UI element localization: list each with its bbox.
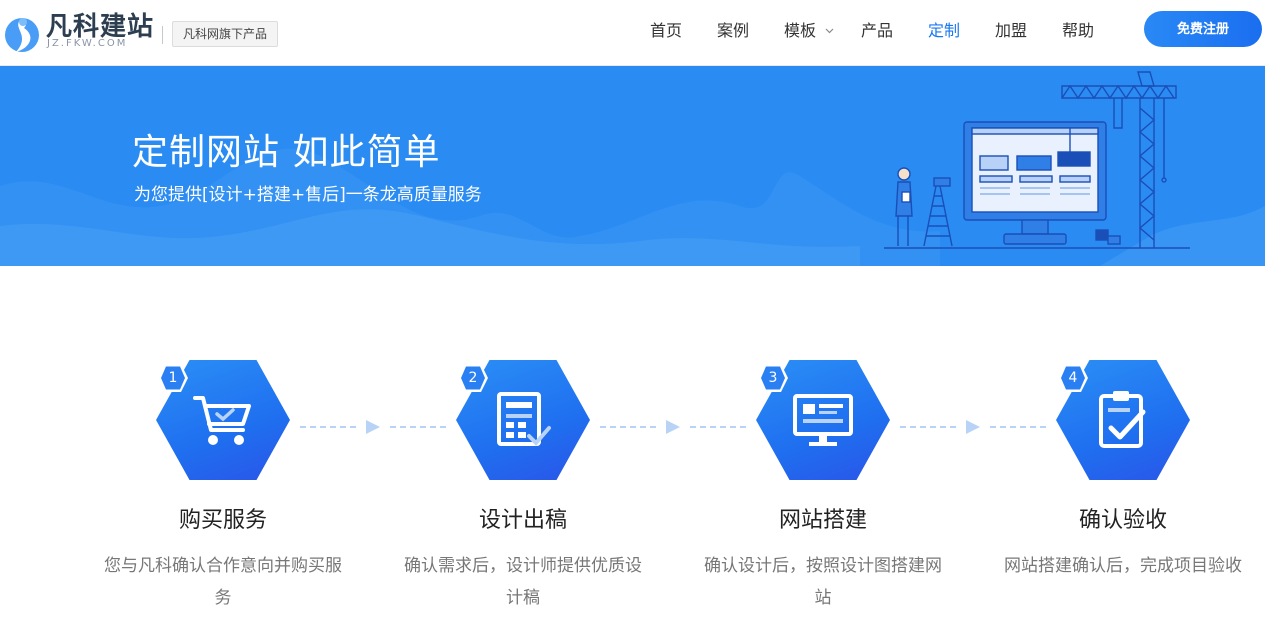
step-number-badge: 4 (1058, 364, 1088, 392)
step-hexagon: 1 (156, 360, 290, 480)
step-number: 4 (1068, 370, 1078, 386)
nav-item-custom[interactable]: 定制 (928, 21, 961, 40)
nav-item-help[interactable]: 帮助 (1062, 21, 1095, 40)
step-number: 1 (168, 370, 178, 386)
nav-item-products[interactable]: 产品 (861, 21, 894, 40)
banner-subtitle: 为您提供[设计+搭建+售后]一条龙高质量服务 (134, 185, 482, 205)
hero-banner: 定制网站 如此简单 为您提供[设计+搭建+售后]一条龙高质量服务 (0, 66, 1265, 266)
logo-mark-icon (5, 18, 39, 52)
step-description: 您与凡科确认合作意向并购买服务 (104, 556, 342, 608)
logo-divider (162, 26, 163, 44)
nav-item-cases[interactable]: 案例 (717, 21, 750, 40)
logo-name: 凡科建站 (46, 12, 155, 42)
banner-wave-background (0, 148, 1265, 266)
step-number-badge: 2 (458, 364, 488, 392)
step-title: 网站搭建 (778, 508, 867, 533)
construction-illustration (884, 71, 1190, 249)
step-connector-arrow (600, 420, 748, 434)
chevron-down-icon[interactable] (825, 26, 834, 35)
monitor-icon (793, 394, 853, 446)
step-description: 确认需求后，设计师提供优质设计稿 (404, 556, 642, 608)
product-badge: 凡科网旗下产品 (172, 21, 279, 47)
step-connector-arrow (900, 420, 1048, 434)
banner-title: 定制网站 如此简单 (132, 132, 441, 173)
process-steps: 1 购买服务 您与凡科确认合作意向并购买服务 (0, 266, 1265, 620)
step-title: 确认验收 (1078, 508, 1167, 533)
step-title: 设计出稿 (478, 508, 567, 533)
step-number-badge: 3 (758, 364, 788, 392)
step-description: 网站搭建确认后，完成项目验收 (1004, 556, 1242, 576)
nav-item-templates[interactable]: 模板 (784, 21, 817, 40)
design-doc-icon (497, 392, 551, 446)
step-number: 2 (468, 370, 478, 386)
step-hexagon: 3 (756, 360, 890, 480)
step-number: 3 (768, 370, 778, 386)
logo-domain: JZ.FKW.COM (47, 38, 128, 49)
signup-button[interactable]: 免费注册 (1144, 11, 1262, 47)
step-number-badge: 1 (158, 364, 188, 392)
clipboard-check-icon (1099, 391, 1146, 448)
step-hexagon: 4 (1056, 360, 1190, 480)
nav-item-franchise[interactable]: 加盟 (995, 21, 1028, 40)
logo[interactable]: 凡科建站 JZ.FKW.COM (0, 10, 153, 54)
step-hexagon: 2 (456, 360, 590, 480)
step-connector-arrow (300, 420, 448, 434)
cart-icon (193, 396, 251, 445)
step-description: 确认设计后，按照设计图搭建网站 (704, 556, 942, 608)
nav-item-home[interactable]: 首页 (650, 21, 683, 40)
step-title: 购买服务 (178, 508, 267, 533)
site-header: 凡科建站 JZ.FKW.COM 凡科网旗下产品 首页 案例 模板 产品 定制 加… (0, 0, 1265, 66)
